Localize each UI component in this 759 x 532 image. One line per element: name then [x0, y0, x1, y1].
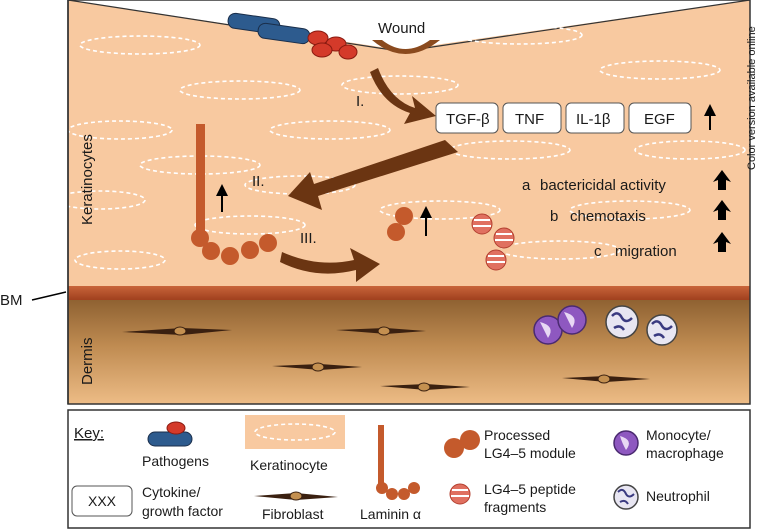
arrow-step-ii [288, 140, 458, 210]
bm-pointer-line [31, 291, 67, 301]
activity-c-letter: c [594, 243, 602, 260]
activity-b-text: chemotaxis [570, 208, 646, 225]
key-xxx-label: XXX [88, 493, 117, 509]
wound-pathogens [227, 12, 358, 60]
activity-c-text: migration [615, 243, 677, 260]
key-processed-module-icon [444, 430, 480, 458]
dermis-label: Dermis [79, 338, 96, 386]
activity-c-arrow [713, 232, 731, 252]
key-lg45-module-label: LG4–5 module [484, 445, 576, 461]
basement-membrane [68, 286, 750, 300]
key-growth-factor-label: growth factor [142, 503, 223, 519]
arrow-step-iii [280, 248, 380, 282]
key-pathogen-icon [147, 421, 193, 447]
activity-b-arrow [713, 200, 731, 220]
dermis-monocytes [533, 305, 587, 345]
key-fibroblast-icon [254, 491, 338, 501]
key-keratinocyte-swatch [245, 415, 345, 449]
key-laminin-label: Laminin α [360, 506, 421, 522]
laminin-chain [191, 124, 277, 265]
cytokine-box-3: IL-1β [565, 102, 625, 134]
key-peptide-label: LG4–5 peptide [484, 481, 576, 497]
dermis-fibroblasts [122, 326, 650, 392]
wound-notch [68, 0, 750, 50]
activity-a-text: bactericidal activity [540, 177, 666, 194]
step-i-label: I. [356, 93, 364, 110]
key-pathogens-label: Pathogens [142, 453, 209, 469]
key-cytokine-label: Cytokine/ [142, 484, 200, 500]
activity-a-arrow [713, 170, 731, 190]
key-title: Key: [74, 425, 104, 442]
key-keratinocyte-label: Keratinocyte [250, 457, 328, 473]
dermis-neutrophils [605, 305, 678, 346]
activity-a-letter: a [522, 177, 531, 194]
wound-label: Wound [378, 20, 425, 37]
key-neutrophil-label: Neutrophil [646, 488, 710, 504]
key-monocyte-icon [613, 430, 639, 456]
key-fragments-label: fragments [484, 499, 546, 515]
wound-cup [372, 40, 440, 54]
svg-text:EGF: EGF [644, 111, 675, 128]
peptide-fragments [471, 213, 515, 271]
arrow-step-i [370, 68, 436, 124]
activity-b-letter: b [550, 208, 558, 225]
key-macrophage-label: macrophage [646, 445, 724, 461]
key-monocyte-label: Monocyte/ [646, 427, 711, 443]
key-laminin-icon [376, 425, 420, 500]
key-processed-label: Processed [484, 427, 550, 443]
cytokine-box-2: TNF [502, 102, 562, 134]
color-version-note: Color version available online [746, 26, 758, 170]
key-neutrophil-icon [613, 484, 639, 510]
epidermis-layer [68, 0, 750, 290]
key-xxx-box [71, 485, 133, 517]
key-keratinocyte-cell [254, 423, 336, 441]
svg-text:TNF: TNF [515, 111, 544, 128]
keratinocytes-label: Keratinocytes [79, 134, 96, 225]
cytokine-box-1: TGF-β [435, 102, 499, 134]
key-peptide-icon [449, 483, 471, 505]
step-ii-label: II. [252, 173, 265, 190]
svg-text:TGF-β: TGF-β [446, 111, 490, 128]
key-fibroblast-label: Fibroblast [262, 506, 324, 522]
bm-label: BM [0, 292, 23, 309]
cytokine-box-4: EGF [628, 102, 692, 134]
step-iii-label: III. [300, 230, 317, 247]
svg-text:IL-1β: IL-1β [576, 111, 611, 128]
released-lg45-module [387, 207, 413, 241]
